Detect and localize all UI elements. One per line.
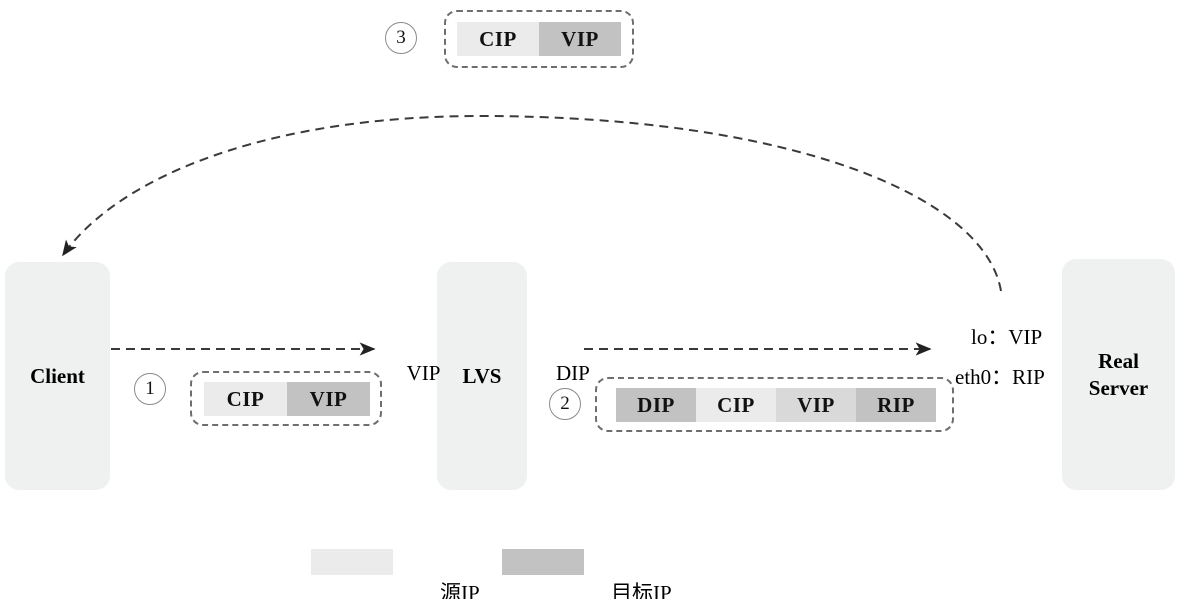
packet-3-segment-0-text: CIP (479, 26, 517, 51)
legend-label-source: 源IP (419, 552, 480, 599)
packet-2-segment-3-text: RIP (877, 392, 915, 417)
step-marker-2-number: 2 (560, 393, 570, 414)
packet-2-segment-0: DIP (616, 388, 696, 422)
packet-1: CIP VIP (190, 371, 382, 426)
legend-swatch-source (311, 549, 393, 575)
packet-1-segment-0: CIP (204, 382, 287, 416)
packet-1-segment-1: VIP (287, 382, 370, 416)
step-marker-1-number: 1 (145, 378, 155, 399)
packet-2-segment-3: RIP (856, 388, 936, 422)
label-realserver-lo-text: lo：VIP (971, 325, 1043, 349)
legend-label-dest: 目标IP (590, 552, 672, 599)
packet-2-segment-2-text: VIP (797, 392, 835, 417)
packet-1-segment-1-text: VIP (309, 386, 348, 411)
packet-2-segment-0-text: DIP (637, 392, 675, 417)
packet-2: DIP CIP VIP RIP (595, 377, 954, 432)
step-marker-1: 1 (134, 373, 166, 405)
step-marker-3: 3 (385, 22, 417, 54)
packet-2-segments: DIP CIP VIP RIP (616, 388, 936, 422)
legend-label-dest-text: 目标IP (611, 581, 672, 599)
node-lvs-label: LVS (462, 363, 502, 388)
node-real-server[interactable]: Real Server (1062, 259, 1175, 490)
label-lvs-dip: DIP (535, 336, 590, 411)
packet-3-segment-1: VIP (539, 22, 621, 56)
step-marker-2: 2 (549, 388, 581, 420)
packet-2-segment-2: VIP (776, 388, 856, 422)
packet-3-segment-0: CIP (457, 22, 539, 56)
packet-1-segments: CIP VIP (204, 382, 370, 416)
label-realserver-eth0-text: eth0：RIP (955, 365, 1045, 389)
node-real-server-label: Real Server (1088, 349, 1149, 400)
arrow-realserver-to-client (62, 114, 1002, 292)
label-lvs-dip-text: DIP (556, 361, 590, 385)
label-lvs-vip: VIP (386, 336, 441, 411)
label-lvs-vip-text: VIP (406, 361, 441, 385)
packet-3-segments: CIP VIP (457, 22, 621, 56)
packet-3-segment-1-text: VIP (561, 26, 599, 51)
legend-swatch-dest (502, 549, 584, 575)
node-client-label: Client (30, 363, 85, 388)
label-realserver-lo: lo：VIP (950, 296, 1042, 376)
label-realserver-eth0: eth0：RIP (934, 336, 1045, 416)
packet-2-segment-1-text: CIP (717, 392, 755, 417)
legend-label-source-text: 源IP (440, 581, 480, 599)
packet-3: CIP VIP (444, 10, 634, 68)
step-marker-3-number: 3 (396, 27, 406, 48)
node-lvs[interactable]: LVS (437, 262, 527, 490)
packet-1-segment-0-text: CIP (226, 386, 265, 411)
packet-2-segment-1: CIP (696, 388, 776, 422)
node-client[interactable]: Client (5, 262, 110, 490)
